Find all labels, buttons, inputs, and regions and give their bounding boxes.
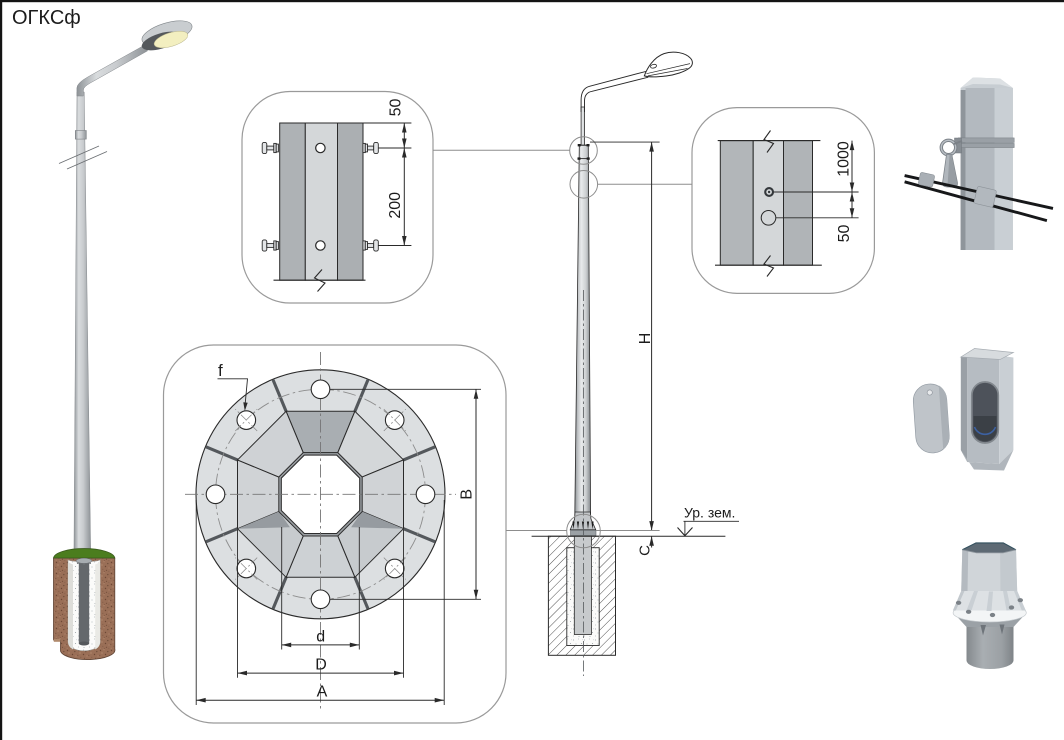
svg-text:1000: 1000 [835,141,852,177]
svg-text:A: A [317,684,328,701]
svg-text:f: f [218,361,223,380]
svg-text:d: d [316,629,325,646]
svg-text:С: С [637,545,654,556]
svg-text:H: H [637,333,654,345]
svg-text:50: 50 [388,99,405,117]
svg-text:50: 50 [836,225,853,243]
svg-text:D: D [315,657,327,674]
svg-text:200: 200 [387,192,404,219]
svg-text:B: B [459,489,476,500]
svg-text:ОГКСф: ОГКСф [12,7,81,29]
svg-text:Ур. зем.: Ур. зем. [684,505,735,521]
